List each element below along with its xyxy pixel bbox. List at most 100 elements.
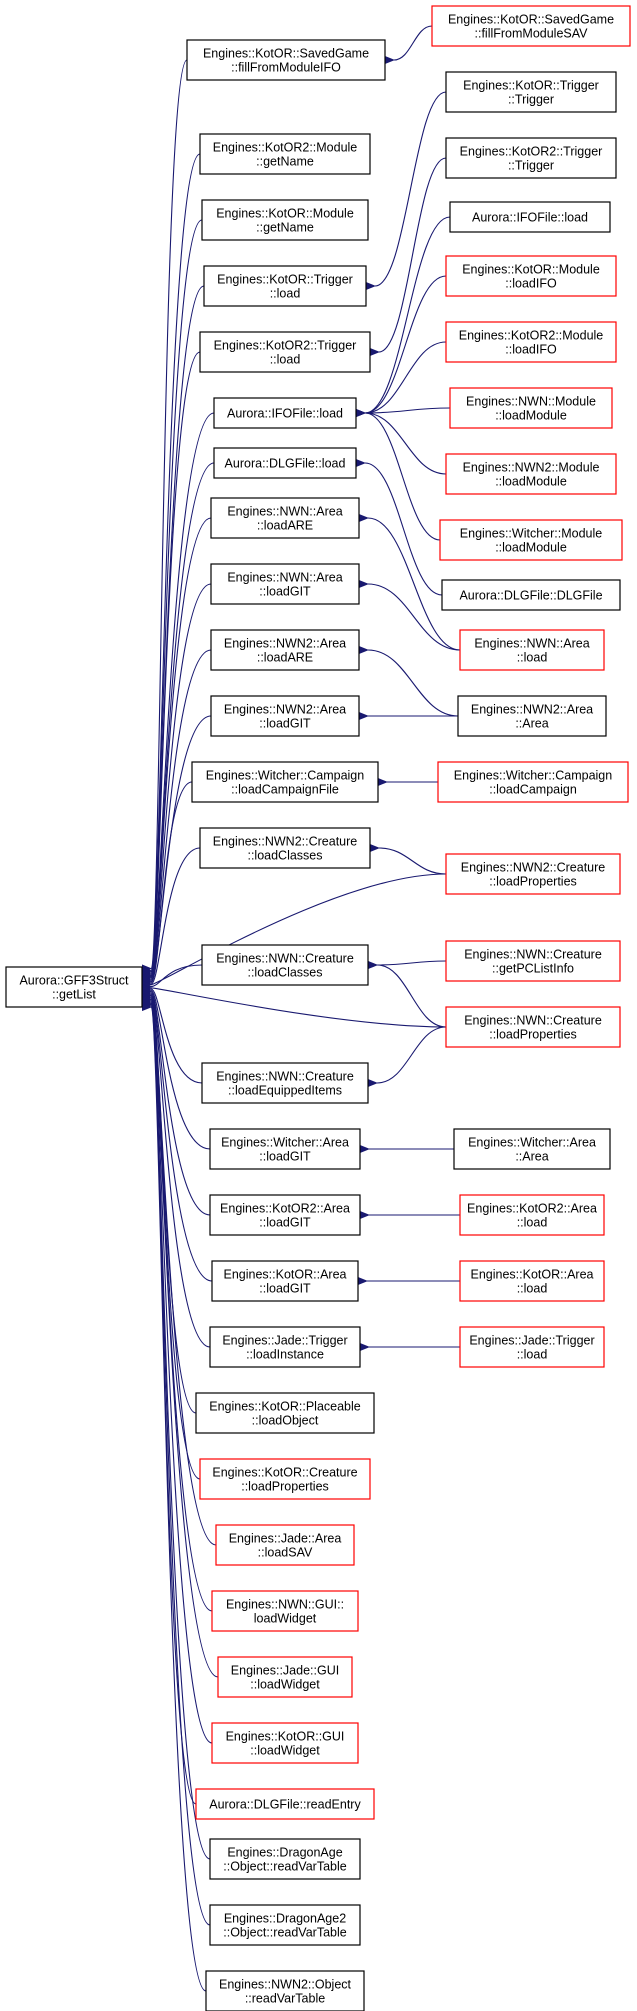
node-jade_gui_loadwidget[interactable]: Engines::Jade::GUI::loadWidget <box>217 1656 353 1698</box>
node-nwn2_area_loadgit[interactable]: Engines::NWN2::Area::loadGIT <box>210 695 360 737</box>
node-ko_area_load[interactable]: Engines::KotOR::Area::load <box>459 1260 605 1302</box>
node-box <box>210 497 360 539</box>
node-label-line: ::loadGIT <box>259 1150 311 1164</box>
node-ko_module_getname[interactable]: Engines::KotOR::Module::getName <box>201 199 369 241</box>
node-da2_object_readvartable[interactable]: Engines::DragonAge2::Object::readVarTabl… <box>209 1904 361 1946</box>
edge-witcher_campaign_loadfile-to-root <box>141 781 193 988</box>
node-nwn_gui_loadwidget[interactable]: Engines::NWN::GUI::loadWidget <box>211 1590 359 1632</box>
node-nwn_creature_getpclist[interactable]: Engines::NWN::Creature::getPCListInfo <box>445 940 621 982</box>
node-label-line: Aurora::DLGFile::load <box>225 457 346 471</box>
node-nwn_area_loadare[interactable]: Engines::NWN::Area::loadARE <box>210 497 360 539</box>
node-ko_savedgame_sav[interactable]: Engines::KotOR::SavedGame::fillFromModul… <box>431 5 631 47</box>
node-label-line: Engines::Jade::Area <box>229 1532 342 1546</box>
node-box <box>213 397 357 429</box>
node-label-line: ::loadGIT <box>259 585 311 599</box>
node-label-line: Engines::KotOR::Trigger <box>217 273 353 287</box>
node-label-line: Engines::KotOR::Module <box>216 207 354 221</box>
node-witcher_area_area[interactable]: Engines::Witcher::Area::Area <box>453 1128 611 1170</box>
node-ko2_module_loadifo[interactable]: Engines::KotOR2::Module::loadIFO <box>445 321 617 363</box>
node-label-line: ::loadARE <box>257 519 313 533</box>
node-jade_trigger_load[interactable]: Engines::Jade::Trigger::load <box>459 1326 605 1368</box>
node-label-line: Engines::Witcher::Area <box>221 1136 349 1150</box>
edge-nwn_creature_loadprops-to-root <box>141 983 447 1028</box>
node-box <box>199 331 371 373</box>
node-jade_trigger_loadinstance[interactable]: Engines::Jade::Trigger::loadInstance <box>209 1326 361 1368</box>
node-ko_gui_loadwidget[interactable]: Engines::KotOR::GUI::loadWidget <box>211 1722 359 1764</box>
node-box <box>203 265 367 307</box>
node-label-line: Aurora::DLGFile::DLGFile <box>459 589 602 603</box>
node-label-line: ::loadCampaign <box>489 783 577 797</box>
node-ko2_area_loadgit[interactable]: Engines::KotOR2::Area::loadGIT <box>209 1194 361 1236</box>
node-label-line: Aurora::IFOFile::load <box>227 407 343 421</box>
node-label-line: ::load <box>517 1282 548 1296</box>
node-label-line: ::load <box>517 651 548 665</box>
node-ko2_area_load[interactable]: Engines::KotOR2::Area::load <box>459 1194 605 1236</box>
node-nwn2_module_loadmodule[interactable]: Engines::NWN2::Module::loadModule <box>445 453 617 495</box>
node-ko_placeable_loadobject[interactable]: Engines::KotOR::Placeable::loadObject <box>195 1392 375 1434</box>
edges-layer <box>141 25 461 1992</box>
node-nwn2_area_loadare[interactable]: Engines::NWN2::Area::loadARE <box>210 629 360 671</box>
node-nwn2_creature_loadprops[interactable]: Engines::NWN2::Creature::loadProperties <box>445 853 621 895</box>
node-box <box>199 827 371 869</box>
node-dlg_load[interactable]: Aurora::DLGFile::load <box>213 447 357 479</box>
edge-nwn2_creature_loadclasses-to-root <box>141 847 201 989</box>
node-ko2_trigger_trigger[interactable]: Engines::KotOR2::Trigger::Trigger <box>445 137 617 179</box>
edge-nwn2_area_area-to-nwn2_area_loadare <box>358 645 459 717</box>
node-label-line: Engines::KotOR::SavedGame <box>448 13 614 27</box>
edge-nwn_creature_loadequipped-to-root <box>141 984 203 1084</box>
node-nwn2_creature_loadclasses[interactable]: Engines::NWN2::Creature::loadClasses <box>199 827 371 869</box>
edge-nwn_creature_loadprops-to-nwn_creature_loadequipped <box>367 1026 447 1088</box>
node-ko_trigger_trigger[interactable]: Engines::KotOR::Trigger::Trigger <box>445 71 617 113</box>
node-root[interactable]: Aurora::GFF3Struct::getList <box>5 966 143 1008</box>
node-nwn_module_loadmodule[interactable]: Engines::NWN::Module::loadModule <box>449 387 613 429</box>
node-witcher_campaign_load[interactable]: Engines::Witcher::Campaign::loadCampaign <box>437 761 629 803</box>
node-jade_area_loadsav[interactable]: Engines::Jade::Area::loadSAV <box>215 1524 355 1566</box>
node-nwn2_object_readvartable[interactable]: Engines::NWN2::Object::readVarTable <box>205 1970 365 2011</box>
node-nwn_creature_loadprops[interactable]: Engines::NWN::Creature::loadProperties <box>445 1006 621 1048</box>
node-ifo_load[interactable]: Aurora::IFOFile::load <box>449 201 611 233</box>
node-box <box>210 695 360 737</box>
node-ifo_load_r[interactable]: Aurora::IFOFile::load <box>213 397 357 429</box>
node-label-line: ::loadGIT <box>259 717 311 731</box>
node-witcher_module_loadmodule[interactable]: Engines::Witcher::Module::loadModule <box>439 519 623 561</box>
node-label-line: ::getPCListInfo <box>492 962 574 976</box>
node-ko_creature_loadprops[interactable]: Engines::KotOR::Creature::loadProperties <box>199 1458 371 1500</box>
node-nwn_area_load[interactable]: Engines::NWN::Area::load <box>459 629 605 671</box>
node-box <box>213 447 357 479</box>
node-ko2_module_getname[interactable]: Engines::KotOR2::Module::getName <box>199 133 371 175</box>
edge-ko2_trigger_trigger-to-ko2_trigger_load <box>369 157 447 357</box>
node-ko_savedgame_ifo[interactable]: Engines::KotOR::SavedGame::fillFromModul… <box>186 39 386 81</box>
node-ko_trigger_load[interactable]: Engines::KotOR::Trigger::load <box>203 265 367 307</box>
node-ko_module_loadifo[interactable]: Engines::KotOR::Module::loadIFO <box>445 255 617 297</box>
node-nwn_creature_loadclasses[interactable]: Engines::NWN::Creature::loadClasses <box>201 944 369 986</box>
node-label-line: Aurora::IFOFile::load <box>472 211 588 225</box>
node-label-line: Engines::DragonAge <box>227 1846 342 1860</box>
node-dlg_readentry[interactable]: Aurora::DLGFile::readEntry <box>195 1788 375 1820</box>
edge-ko_savedgame_ifo-to-root <box>141 59 188 974</box>
node-witcher_campaign_loadfile[interactable]: Engines::Witcher::Campaign::loadCampaign… <box>191 761 379 803</box>
node-label-line: Engines::KotOR2::Area <box>220 1202 350 1216</box>
node-nwn_creature_loadequipped[interactable]: Engines::NWN::Creature::loadEquippedItem… <box>201 1062 369 1104</box>
node-box <box>186 39 386 81</box>
node-ko_area_loadgit[interactable]: Engines::KotOR::Area::loadGIT <box>211 1260 359 1302</box>
node-label-line: Engines::KotOR::Creature <box>212 1466 357 1480</box>
node-label-line: Engines::NWN::GUI:: <box>226 1598 344 1612</box>
node-label-line: ::loadClasses <box>247 966 322 980</box>
node-label-line: Engines::NWN2::Creature <box>213 835 358 849</box>
node-label-line: ::loadWidget <box>250 1678 320 1692</box>
node-label-line: ::loadGIT <box>259 1216 311 1230</box>
node-label-line: Engines::KotOR::Placeable <box>209 1400 361 1414</box>
node-label-line: Engines::KotOR2::Area <box>467 1202 597 1216</box>
node-nwn_area_loadgit[interactable]: Engines::NWN::Area::loadGIT <box>210 563 360 605</box>
node-witcher_area_loadgit[interactable]: Engines::Witcher::Area::loadGIT <box>209 1128 361 1170</box>
node-label-line: ::Area <box>515 1150 548 1164</box>
node-nwn2_area_area[interactable]: Engines::NWN2::Area::Area <box>457 695 607 737</box>
node-label-line: Engines::NWN::Creature <box>464 1014 602 1028</box>
node-label-line: ::loadARE <box>257 651 313 665</box>
node-da_object_readvartable[interactable]: Engines::DragonAge::Object::readVarTable <box>209 1838 361 1880</box>
node-dlg_dlgfile[interactable]: Aurora::DLGFile::DLGFile <box>441 579 621 611</box>
node-box <box>5 966 143 1008</box>
node-ko2_trigger_load[interactable]: Engines::KotOR2::Trigger::load <box>199 331 371 373</box>
edge-ko2_module_loadifo-to-ifo_load_r <box>355 341 447 418</box>
